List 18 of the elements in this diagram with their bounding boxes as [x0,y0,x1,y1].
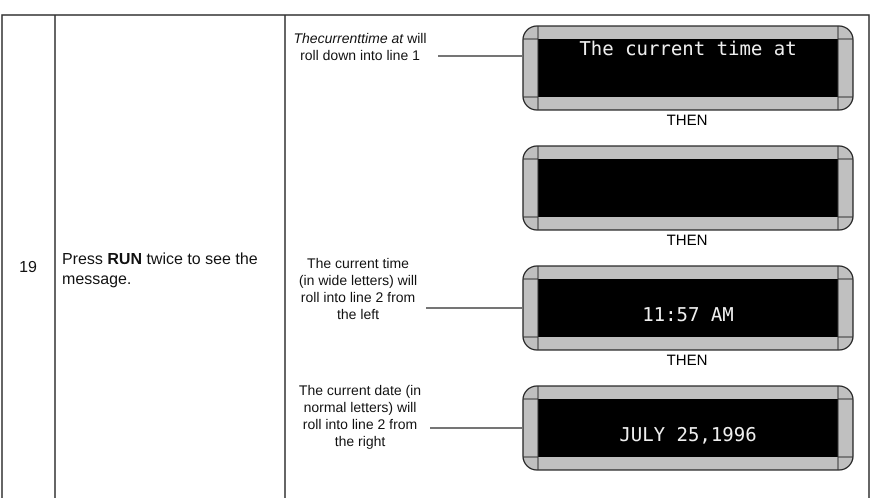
leader-line [438,55,522,57]
display-text: The current time at [578,37,798,61]
caption-text: The current time (in wide letters) will roll into line 2 from the left [298,255,418,323]
caption-text: Thecurrenttime at will roll down into line 1 [290,30,430,64]
step-number: 19 [18,258,38,278]
caption-text: The current date (in normal letters) will roll into line 2 from the right [298,382,422,450]
sequence-word: THEN [666,232,708,249]
leader-line [430,427,522,429]
leader-line [426,307,522,309]
display-text: JULY 25,1996 [618,423,758,447]
led-display [522,25,854,111]
instruction-text: Press RUN twice to see the message. [62,250,259,290]
led-display [522,265,854,351]
sequence-word: THEN [666,112,708,129]
sequence-word: THEN [666,352,708,369]
led-display [522,385,854,471]
display-text: 11:57 AM [641,303,735,327]
led-display [522,145,854,231]
